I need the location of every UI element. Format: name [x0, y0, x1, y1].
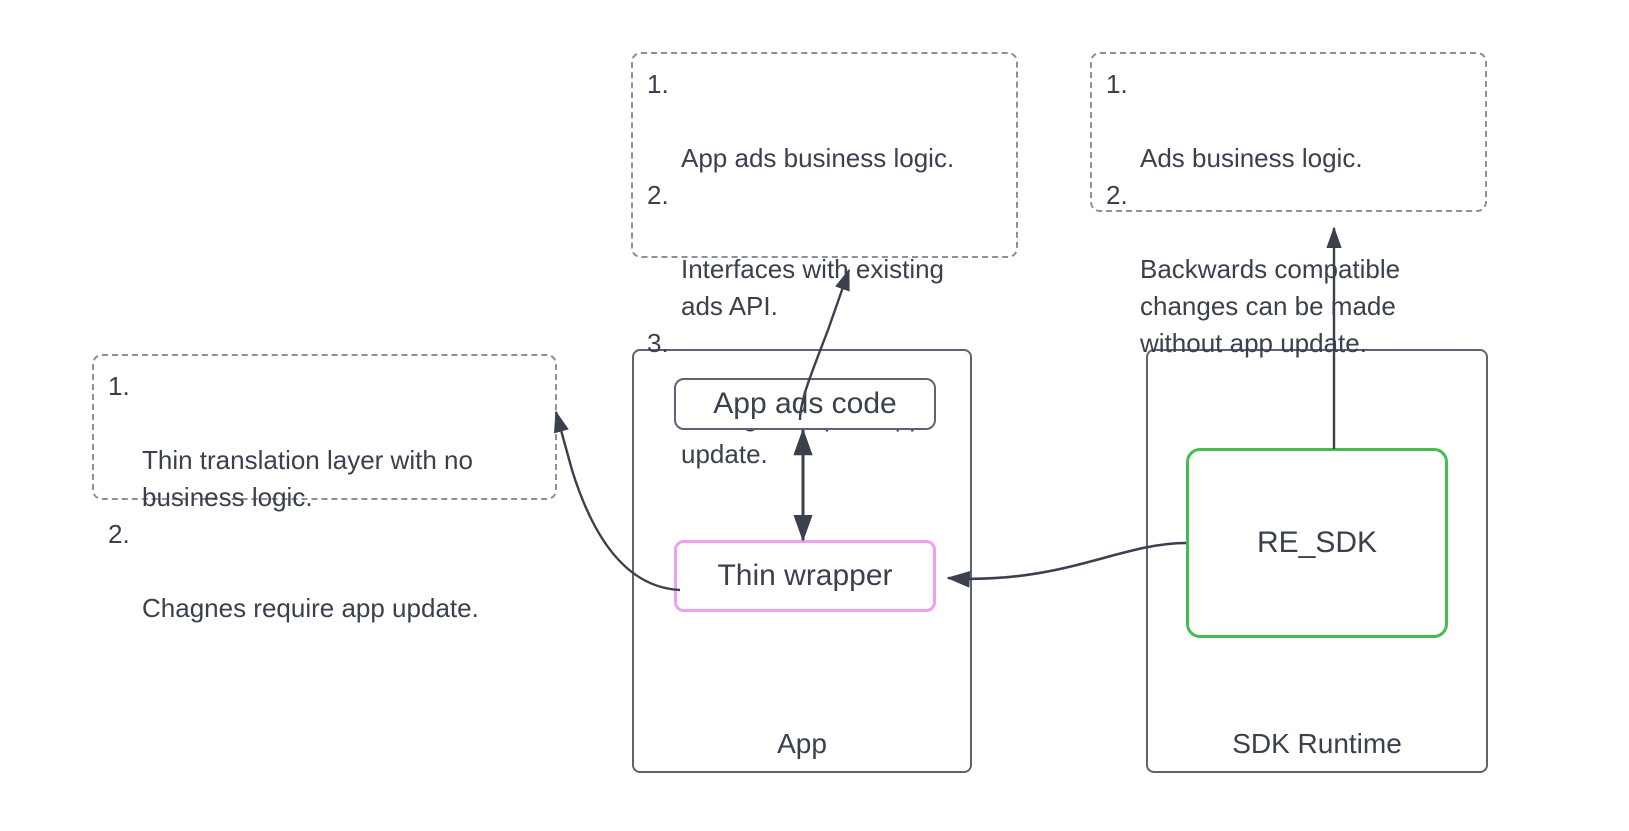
re-sdk-label: RE_SDK	[1256, 526, 1378, 559]
list-item: 1. Thin translation layer with no busine…	[108, 368, 539, 516]
list-item-text: Interfaces with existing ads API.	[681, 254, 945, 321]
thin-wrapper-callout: 1. Thin translation layer with no busine…	[92, 354, 557, 623]
list-item: 1. Ads business logic.	[1106, 66, 1469, 177]
list-item: 2. Backwards compatible changes can be m…	[1106, 177, 1469, 362]
re-sdk-node[interactable]: RE_SDK	[1186, 448, 1448, 638]
list-item-number: 1.	[108, 371, 130, 401]
list-item-text: Chagnes require app update.	[142, 593, 479, 623]
re-sdk-callout-list: 1. Ads business logic. 2. Backwards comp…	[1106, 66, 1469, 362]
list-item-number: 2.	[108, 519, 130, 549]
thin-wrapper-node[interactable]: Thin wrapper	[674, 540, 936, 612]
list-item-number: 2.	[647, 180, 669, 210]
list-item-text: App ads business logic.	[681, 143, 955, 173]
list-item-text: Thin translation layer with no business …	[142, 445, 473, 512]
list-item-number: 1.	[647, 69, 669, 99]
app-container-label: App	[777, 728, 827, 759]
list-item-text: Ads business logic.	[1140, 143, 1363, 173]
list-item: 2. Interfaces with existing ads API.	[647, 177, 1000, 325]
list-item-text: Backwards compatible changes can be made…	[1140, 254, 1401, 358]
sdk-runtime-container-label: SDK Runtime	[1232, 728, 1402, 759]
list-item: 1. App ads business logic.	[647, 66, 1000, 177]
re-sdk-callout: 1. Ads business logic. 2. Backwards comp…	[1090, 52, 1487, 358]
app-ads-code-callout: 1. App ads business logic. 2. Interfaces…	[631, 52, 1018, 469]
thin-wrapper-label: Thin wrapper	[717, 559, 893, 592]
app-ads-code-node[interactable]: App ads code	[674, 378, 936, 430]
thin-wrapper-callout-list: 1. Thin translation layer with no busine…	[108, 368, 539, 627]
list-item-number: 1.	[1106, 69, 1128, 99]
app-ads-code-label: App ads code	[713, 387, 897, 420]
list-item-number: 3.	[647, 328, 669, 358]
list-item-number: 2.	[1106, 180, 1128, 210]
list-item: 2. Chagnes require app update.	[108, 516, 539, 627]
